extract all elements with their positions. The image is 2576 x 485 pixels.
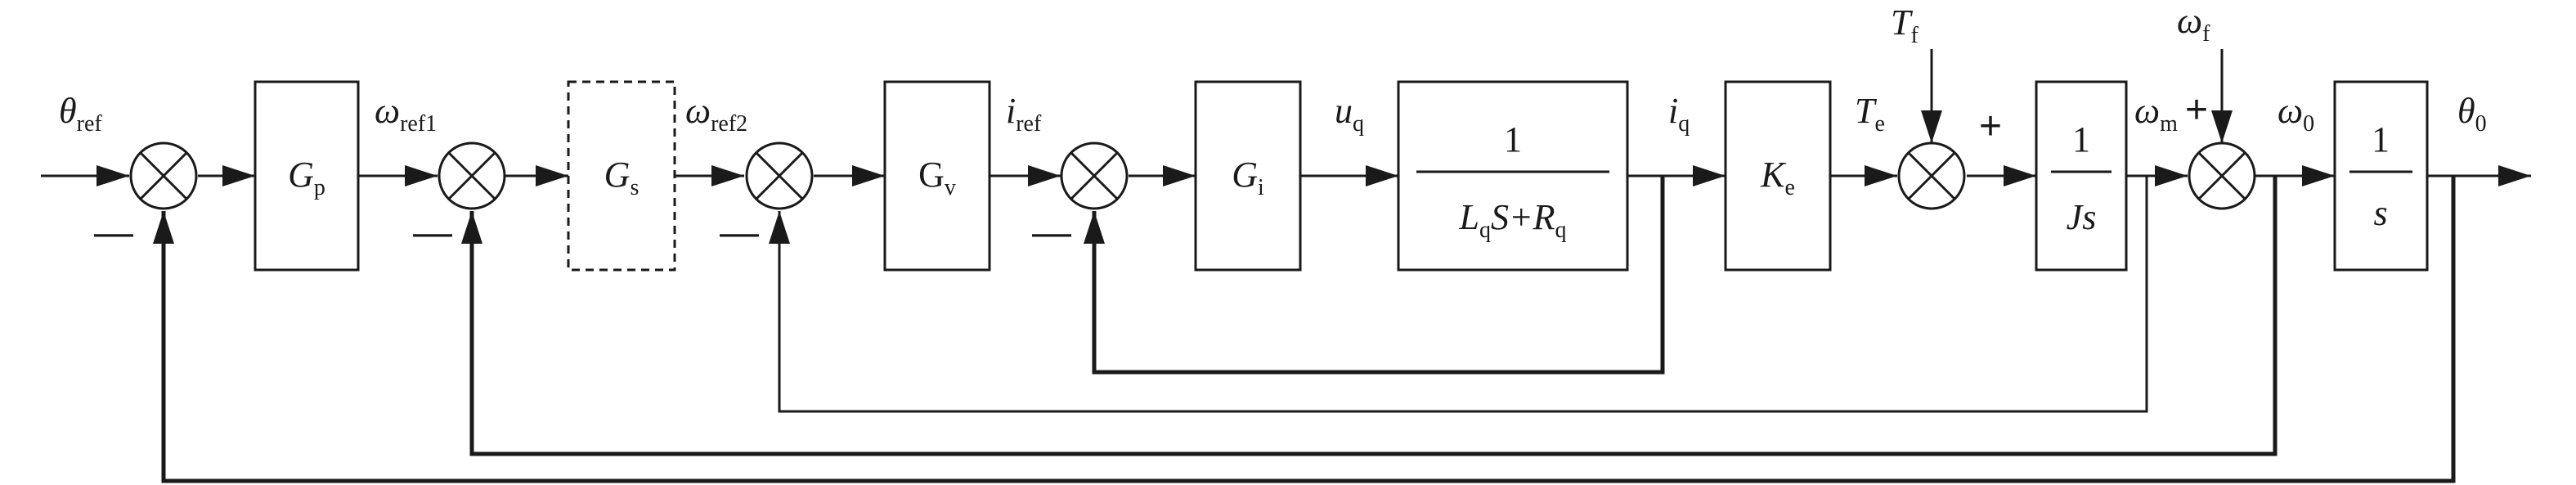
minus-sign-sum4: — xyxy=(1032,211,1071,254)
block-gp: Gp xyxy=(254,80,360,272)
label-theta-0: θ0 xyxy=(2457,91,2487,137)
svg-text:Gi: Gi xyxy=(1232,155,1264,200)
summing-junction-3 xyxy=(745,141,814,210)
block-ke: Ke xyxy=(1724,80,1832,272)
svg-text:Gs: Gs xyxy=(604,155,640,200)
svg-text:Gv: Gv xyxy=(918,155,956,200)
plant-denominator: LqS+Rq xyxy=(1458,197,1566,243)
summing-junction-6 xyxy=(2188,141,2256,210)
feedback-speed-loop xyxy=(769,176,2148,413)
label-t-e: Te xyxy=(1855,91,1885,137)
minus-sign-sum1: — xyxy=(94,211,133,254)
summing-junction-1 xyxy=(129,141,198,210)
label-omega-f: ωf xyxy=(2177,1,2210,47)
feedback-position-loop xyxy=(153,176,2456,483)
label-t-f: Tf xyxy=(1891,2,1919,48)
minus-sign-sum3: — xyxy=(720,211,759,254)
summing-junction-4 xyxy=(1060,141,1129,210)
block-gs: Gs xyxy=(567,80,676,272)
svg-text:Ke: Ke xyxy=(1760,155,1795,200)
block-gi: Gi xyxy=(1194,80,1302,272)
label-omega-ref1: ωref1 xyxy=(375,91,437,137)
integrator-numerator: 1 xyxy=(2372,119,2390,159)
label-u-q: uq xyxy=(1335,91,1364,137)
block-integrator: 1 s xyxy=(2333,80,2429,272)
svg-text:Gp: Gp xyxy=(288,155,325,200)
summing-junction-5 xyxy=(1897,141,1966,210)
label-omega-0: ω0 xyxy=(2278,91,2314,137)
block-inertia: 1 Js xyxy=(2035,80,2128,272)
plus-sign-sum6: + xyxy=(2185,88,2208,132)
block-gv: Gv xyxy=(883,80,991,272)
plus-sign-sum5: + xyxy=(1979,105,2002,148)
label-i-ref: iref xyxy=(1006,91,1042,137)
inertia-denominator: Js xyxy=(2067,197,2097,237)
inertia-numerator: 1 xyxy=(2072,119,2090,159)
label-i-q: iq xyxy=(1668,91,1690,137)
block-plant: 1 LqS+Rq xyxy=(1397,80,1629,272)
summing-junction-2 xyxy=(438,141,506,210)
integrator-denominator: s xyxy=(2373,193,2387,233)
label-omega-ref2: ωref2 xyxy=(685,91,747,137)
minus-sign-sum2: — xyxy=(413,211,452,254)
label-omega-m: ωm xyxy=(2134,91,2178,137)
feedback-current-loop xyxy=(1084,176,1665,375)
feedback-omega0-loop xyxy=(461,176,2278,456)
plant-numerator: 1 xyxy=(1504,119,1522,159)
label-theta-ref: θref xyxy=(59,91,102,137)
